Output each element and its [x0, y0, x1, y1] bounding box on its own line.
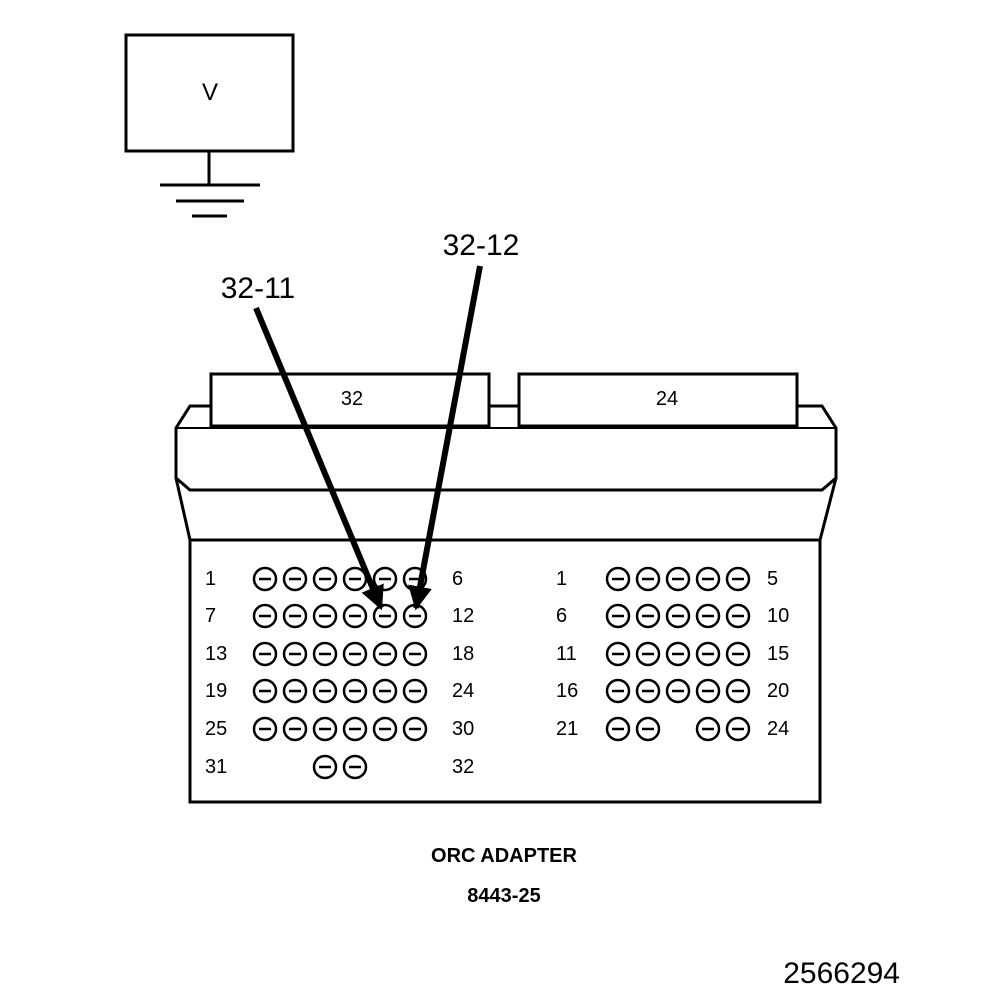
- probe-arrow-32-12: [408, 265, 483, 611]
- orc-adapter-body: 32 24: [174, 372, 838, 804]
- row-label: 16: [556, 680, 578, 702]
- callout-32-11: 32-11: [221, 272, 296, 305]
- row-label: 15: [767, 643, 789, 665]
- row-label: 6: [556, 605, 567, 627]
- row-label: 24: [452, 680, 474, 702]
- row-label: 12: [452, 605, 474, 627]
- row-label: 21: [556, 718, 578, 740]
- voltmeter: V: [124, 33, 295, 218]
- row-label: 7: [205, 605, 216, 627]
- connector-24-label: 24: [656, 388, 678, 410]
- row-label: 10: [767, 605, 789, 627]
- ground-symbol-icon: [160, 183, 260, 218]
- row-label: 13: [205, 643, 227, 665]
- row-label: 31: [205, 756, 227, 778]
- row-label: 5: [767, 568, 778, 590]
- row-label: 11: [556, 643, 577, 665]
- adapter-housing-top: [174, 404, 838, 492]
- row-label: 6: [452, 568, 463, 590]
- voltmeter-label: V: [202, 79, 218, 106]
- connector-24-tab: [517, 372, 799, 428]
- row-label: 1: [205, 568, 216, 590]
- pin-sockets: [252, 566, 751, 780]
- row-label: 19: [205, 680, 227, 702]
- adapter-part-number: 8443-25: [467, 885, 540, 907]
- pin-panel: [188, 538, 822, 804]
- row-label: 1: [556, 568, 567, 590]
- row-label: 20: [767, 680, 789, 702]
- row-label: 25: [205, 718, 227, 740]
- connector-32-tab: [209, 372, 491, 428]
- row-label: 24: [767, 718, 789, 740]
- pin-block-24: 1 6 11 16 21 5 10 15 20 24: [556, 568, 789, 740]
- row-label: 18: [452, 643, 474, 665]
- row-label: 32: [452, 756, 474, 778]
- probe-callouts: 32-11 32-12: [221, 229, 520, 611]
- row-label: 30: [452, 718, 474, 740]
- probe-arrow-32-11: [253, 306, 384, 611]
- figure-id: 2566294: [783, 957, 900, 990]
- pin-block-32: 1 7 13 19 25 31 6 12 18 24 30 32: [205, 568, 474, 778]
- connector-32-label: 32: [341, 388, 363, 410]
- callout-32-12: 32-12: [443, 229, 520, 262]
- adapter-title: ORC ADAPTER: [431, 845, 577, 867]
